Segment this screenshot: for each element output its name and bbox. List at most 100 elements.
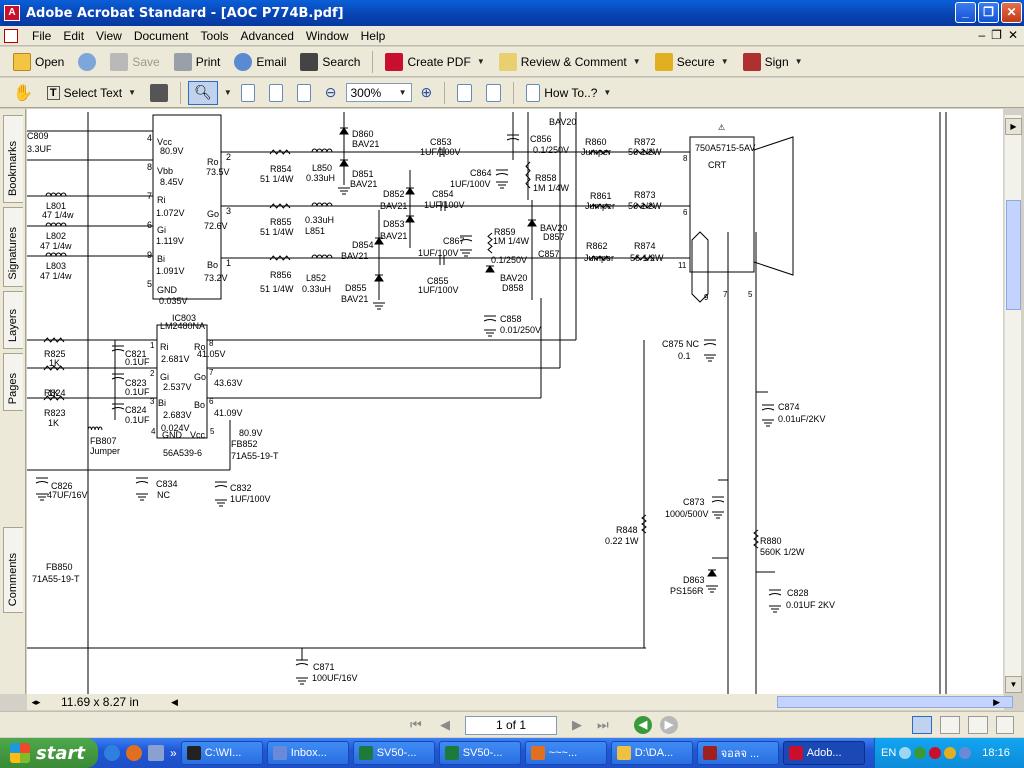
quicklaunch-chevron-icon[interactable]: » xyxy=(170,746,177,760)
menu-document[interactable]: Document xyxy=(133,28,189,43)
menu-file[interactable]: File xyxy=(32,28,52,43)
create-pdf-dropdown-icon[interactable]: ▼ xyxy=(476,57,485,66)
previous-view-icon[interactable]: ◀ xyxy=(634,716,652,734)
schematic-label: C828 xyxy=(787,588,809,598)
select-text-dropdown-icon[interactable]: ▼ xyxy=(128,88,137,97)
scroll-left-arrow-icon[interactable]: ◀ xyxy=(171,696,178,707)
menu-tools[interactable]: Tools xyxy=(200,28,229,43)
tray-users-icon[interactable] xyxy=(914,747,927,759)
fit-width-button[interactable] xyxy=(292,81,316,105)
language-indicator[interactable]: EN xyxy=(881,747,897,759)
menu-help[interactable]: Help xyxy=(360,28,386,43)
tab-bookmarks[interactable]: Bookmarks xyxy=(3,115,23,203)
zoom-in-button[interactable]: ⊕ xyxy=(416,81,438,105)
continuous-icon[interactable] xyxy=(940,716,960,734)
split-handle-icon[interactable]: ◂▸ xyxy=(31,696,41,707)
schematic-label: 47UF/16V xyxy=(47,490,88,500)
sign-dropdown-icon[interactable]: ▼ xyxy=(794,57,803,66)
schematic-label: ⚠ xyxy=(718,123,725,132)
secure-dropdown-icon[interactable]: ▼ xyxy=(720,57,729,66)
tray-shield-icon[interactable] xyxy=(944,747,957,759)
doc-restore-button[interactable]: ❐ xyxy=(991,28,1002,42)
facing-icon[interactable] xyxy=(968,716,988,734)
taskbar-button[interactable]: Adob... xyxy=(782,741,865,765)
taskbar-button[interactable]: จอลจ ... xyxy=(696,741,779,765)
taskbar-button-label: จอลจ ... xyxy=(720,748,760,760)
zoom-in-tool-button[interactable]: 🔍︎ xyxy=(188,80,218,105)
create-pdf-button[interactable]: Create PDF▼ xyxy=(380,50,489,74)
rotate-ccw-button[interactable] xyxy=(452,81,477,105)
zoom-field[interactable]: 300%▼ xyxy=(345,83,412,102)
taskbar-button[interactable]: C:\WI... xyxy=(180,741,263,765)
scroll-down-arrow-icon[interactable]: ▼ xyxy=(1005,676,1022,693)
restore-button[interactable]: ❐ xyxy=(978,2,999,23)
schematic-label: 0.33uH xyxy=(305,215,334,225)
doc-minimize-button[interactable]: – xyxy=(978,28,986,42)
continuous-facing-icon[interactable] xyxy=(996,716,1014,734)
sign-button[interactable]: Sign▼ xyxy=(738,50,808,74)
schematic-label: 2.681V xyxy=(161,354,190,364)
firefox-icon[interactable] xyxy=(126,745,142,761)
schematic-label: R874 xyxy=(634,241,656,251)
save-button[interactable]: Save xyxy=(105,50,164,74)
menu-window[interactable]: Window xyxy=(305,28,349,43)
tray-arrow-icon[interactable] xyxy=(899,747,912,759)
tray-volume-icon[interactable] xyxy=(959,747,972,759)
page-number-field[interactable]: 1 of 1 xyxy=(465,716,557,735)
previous-page-icon[interactable]: ◀ xyxy=(440,717,450,732)
acrobat-app-icon[interactable]: A xyxy=(4,5,20,21)
print-button[interactable]: Print xyxy=(169,50,226,74)
how-to-button[interactable]: How To..?▼ xyxy=(521,81,616,105)
vertical-scroll-thumb[interactable] xyxy=(1006,200,1021,310)
quicklaunch-app-icon[interactable] xyxy=(148,745,164,761)
taskbar-button[interactable]: ~~~... xyxy=(524,741,607,765)
secure-button[interactable]: Secure▼ xyxy=(650,50,734,74)
taskbar-button[interactable]: D:\DA... xyxy=(610,741,693,765)
tab-comments[interactable]: Comments xyxy=(3,527,23,613)
next-page-icon[interactable]: ▶ xyxy=(572,717,582,732)
first-page-icon[interactable]: ⏮ xyxy=(410,717,422,732)
actual-size-button[interactable] xyxy=(236,81,260,105)
search-button[interactable]: Search xyxy=(295,50,365,74)
taskbar-button[interactable]: Inbox... xyxy=(266,741,349,765)
review-dropdown-icon[interactable]: ▼ xyxy=(632,57,641,66)
how-to-dropdown-icon[interactable]: ▼ xyxy=(603,88,612,97)
close-button[interactable]: ✕ xyxy=(1001,2,1022,23)
internet-explorer-icon[interactable] xyxy=(104,745,120,761)
scroll-up-arrow-icon[interactable]: ▶ xyxy=(1005,118,1022,135)
horizontal-scroll-thumb[interactable] xyxy=(777,696,1013,708)
next-view-icon[interactable]: ▶ xyxy=(660,716,678,734)
tab-signatures[interactable]: Signatures xyxy=(3,207,23,287)
hand-tool-button[interactable]: ✋ xyxy=(8,81,38,105)
doc-close-button[interactable]: ✕ xyxy=(1007,28,1018,42)
start-button[interactable]: start xyxy=(0,738,98,768)
email-button[interactable]: Email xyxy=(229,50,291,74)
review-comment-button[interactable]: Review & Comment▼ xyxy=(494,50,646,74)
menu-advanced[interactable]: Advanced xyxy=(240,28,294,43)
taskbar-button[interactable]: SV50-... xyxy=(352,741,435,765)
tray-network-icon[interactable] xyxy=(929,747,942,759)
zoom-dropdown-icon[interactable]: ▼ xyxy=(398,88,407,97)
tab-pages[interactable]: Pages xyxy=(3,353,23,411)
snapshot-button[interactable] xyxy=(145,81,173,105)
menu-edit[interactable]: Edit xyxy=(63,28,85,43)
rotate-right-icon xyxy=(486,83,502,102)
zoom-out-button[interactable]: ⊖ xyxy=(320,81,342,105)
zoom-tool-dropdown-icon[interactable]: ▼ xyxy=(223,88,232,97)
rotate-cw-button[interactable] xyxy=(481,81,506,105)
organizer-button[interactable] xyxy=(73,50,101,74)
tab-layers[interactable]: Layers xyxy=(3,291,23,349)
menu-view[interactable]: View xyxy=(96,28,122,43)
open-button[interactable]: Open xyxy=(8,50,69,74)
scroll-right-arrow-icon[interactable]: ▶ xyxy=(993,696,1000,707)
fit-page-button[interactable] xyxy=(264,81,288,105)
minimize-button[interactable]: _ xyxy=(955,2,976,23)
last-page-icon[interactable]: ⏭ xyxy=(597,717,609,732)
single-page-icon[interactable] xyxy=(912,716,932,734)
vertical-scrollbar[interactable]: ▶ ▼ xyxy=(1004,115,1022,693)
document-icon[interactable] xyxy=(4,28,18,43)
text-select-icon: T xyxy=(46,85,60,100)
taskbar-button[interactable]: SV50-... xyxy=(438,741,521,765)
